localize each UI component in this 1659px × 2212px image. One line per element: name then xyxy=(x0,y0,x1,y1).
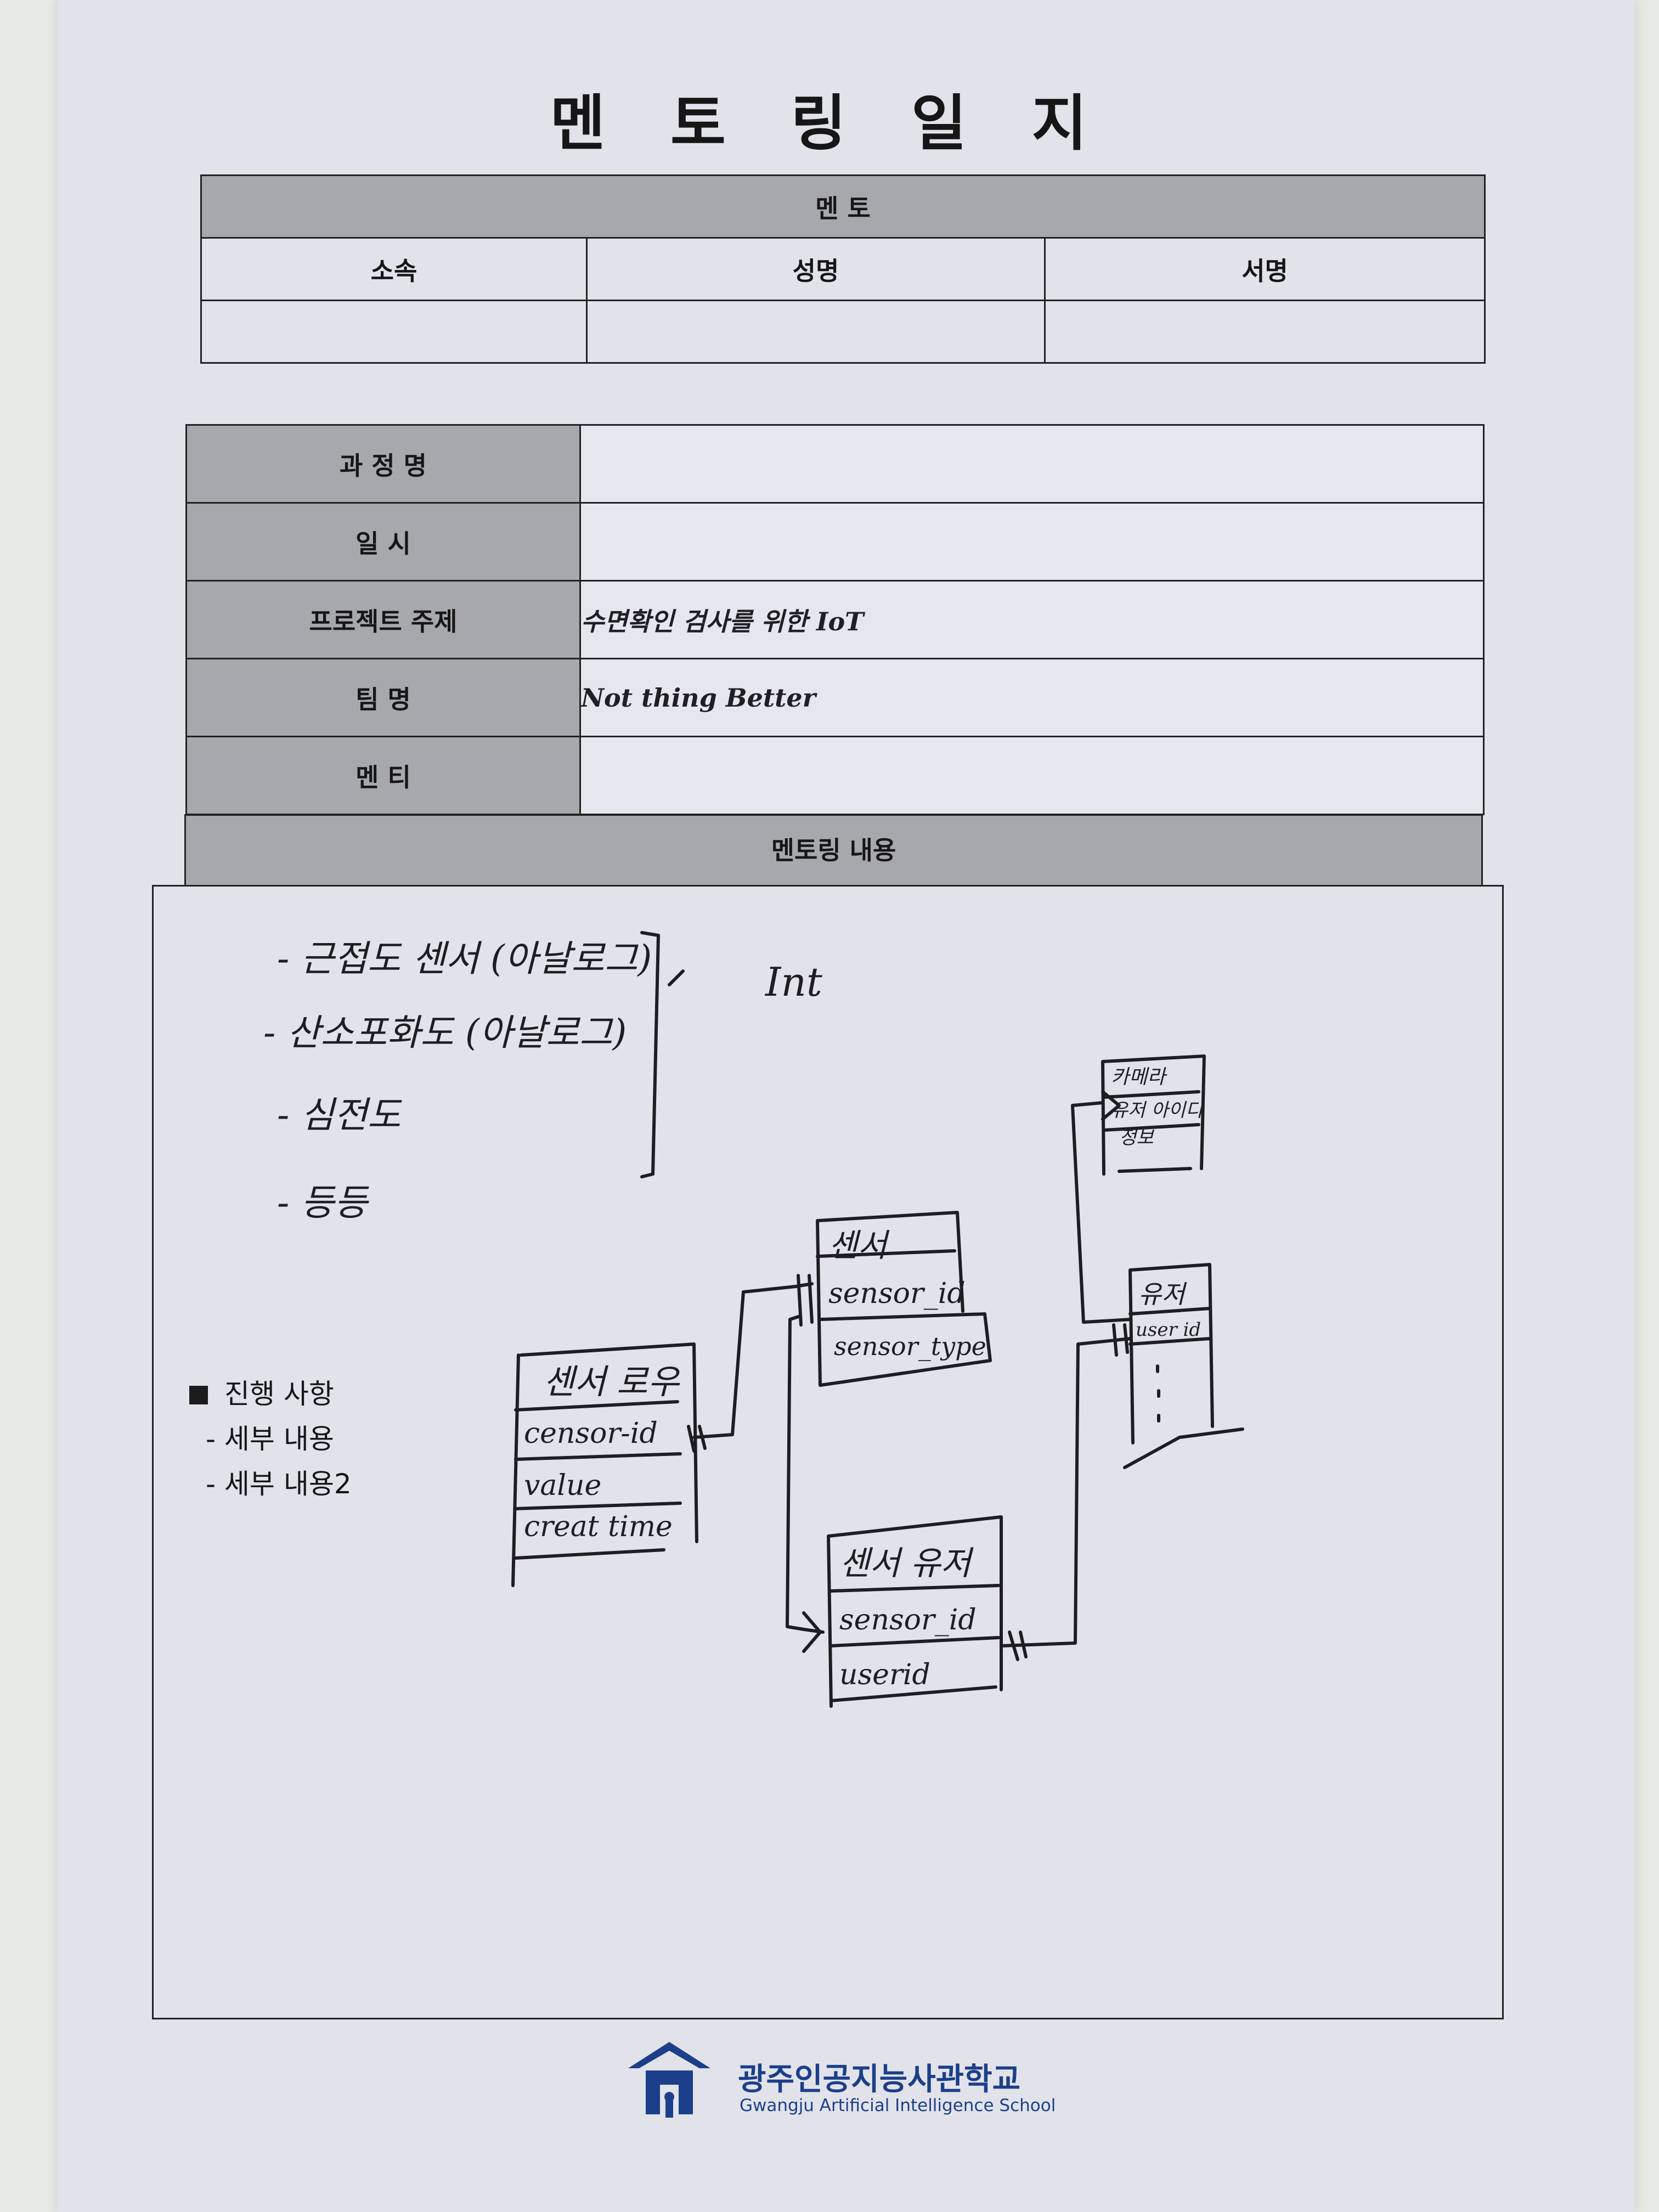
info-row: 프로젝트 주제 수면확인 검사를 위한 IoT xyxy=(185,580,1485,659)
bracket-stroke xyxy=(668,969,685,986)
name-value xyxy=(586,300,1046,364)
info-row: 일 시 xyxy=(185,502,1485,582)
entity-title: 센서 xyxy=(828,1227,890,1264)
entity-field: 유저 아이디 xyxy=(1111,1099,1204,1121)
mentoring-content-body xyxy=(152,885,1504,2019)
school-logo-icon xyxy=(628,2042,710,2118)
mentor-header-row: 멘 토 xyxy=(200,174,1486,239)
mentor-table: 멘 토 소속 성명 서명 xyxy=(200,174,1486,364)
signature-value xyxy=(1043,300,1486,364)
handwritten-list-item: - 근접도 센서 (아날로그) xyxy=(277,938,652,980)
mentor-value-row xyxy=(200,300,1486,364)
user-entity: 유저 user id xyxy=(1123,1263,1244,1469)
info-row: 멘 티 xyxy=(185,736,1485,815)
team-name-label: 팀 명 xyxy=(185,658,581,737)
handwritten-list-item: - 산소포화도 (아날로그) xyxy=(263,1012,627,1054)
date-label: 일 시 xyxy=(185,502,581,582)
progress-item: - 세부 내용2 xyxy=(206,1468,352,1500)
column-name: 성명 xyxy=(586,237,1046,301)
school-name-en: Gwangju Artificial Intelligence School xyxy=(740,2096,1056,2115)
project-topic-value: 수면확인 검사를 위한 IoT xyxy=(579,580,1485,659)
entity-field: userid xyxy=(839,1658,930,1691)
entity-field: creat time xyxy=(524,1510,673,1543)
date-value xyxy=(579,502,1485,582)
course-value xyxy=(579,424,1485,504)
square-bullet-icon xyxy=(189,1386,208,1404)
document-page xyxy=(58,0,1635,2212)
handwritten-list-item: - 등등 xyxy=(277,1182,369,1224)
entity-field: sensor_id xyxy=(839,1604,977,1637)
sensor-user-entity: 센서 유저 sensor_id userid xyxy=(827,1515,1003,1708)
project-topic-label: 프로젝트 주제 xyxy=(185,580,581,659)
column-affiliation: 소속 xyxy=(200,237,588,301)
sensor-entity: 센서 sensor_id sensor_type xyxy=(816,1211,992,1387)
sensor-log-entity: 센서 로우 censor-id value creat time xyxy=(511,1342,698,1587)
mentee-value xyxy=(579,736,1485,815)
progress-title-line: 진행 사항 xyxy=(189,1372,352,1417)
affiliation-value xyxy=(200,300,588,364)
entity-field: value xyxy=(524,1469,601,1502)
progress-item: - 세부 내용 xyxy=(206,1423,334,1455)
bracket-stroke xyxy=(640,931,660,1178)
entity-title: 유저 xyxy=(1138,1279,1187,1309)
progress-section: 진행 사항 - 세부 내용 - 세부 내용2 xyxy=(189,1372,352,1506)
progress-title: 진행 사항 xyxy=(224,1378,334,1410)
entity-field: censor-id xyxy=(524,1417,658,1450)
relationship-lines xyxy=(687,1090,1132,1661)
document-title: 멘 토 링 일 지 xyxy=(550,88,1109,159)
bracket-note: Int xyxy=(764,959,823,1005)
mentor-header: 멘 토 xyxy=(200,174,1486,239)
mentee-label: 멘 티 xyxy=(185,736,581,815)
entity-field: sensor_id xyxy=(828,1277,966,1310)
course-label: 과 정 명 xyxy=(185,424,581,504)
entity-title: 센서 유저 xyxy=(839,1544,974,1583)
entity-title: 카메라 xyxy=(1111,1066,1167,1088)
team-name-value: Not thing Better xyxy=(579,658,1485,737)
camera-entity: 카메라 유저 아이디 정보 xyxy=(1101,1054,1206,1176)
handwritten-list-item: - 심전도 xyxy=(277,1094,403,1136)
entity-field: user id xyxy=(1136,1319,1201,1341)
mentor-column-row: 소속 성명 서명 xyxy=(200,237,1486,301)
column-signature: 서명 xyxy=(1043,237,1486,301)
info-table: 과 정 명 일 시 프로젝트 주제 수면확인 검사를 위한 IoT 팀 명 No… xyxy=(185,424,1485,815)
school-name: 광주인공지능사관학교 xyxy=(738,2062,1021,2097)
entity-title: 센서 로우 xyxy=(543,1362,681,1402)
info-row: 과 정 명 xyxy=(185,424,1485,504)
entity-field: 정보 xyxy=(1119,1127,1154,1149)
info-row: 팀 명 Not thing Better xyxy=(185,658,1485,737)
entity-field: sensor_type xyxy=(834,1331,986,1361)
